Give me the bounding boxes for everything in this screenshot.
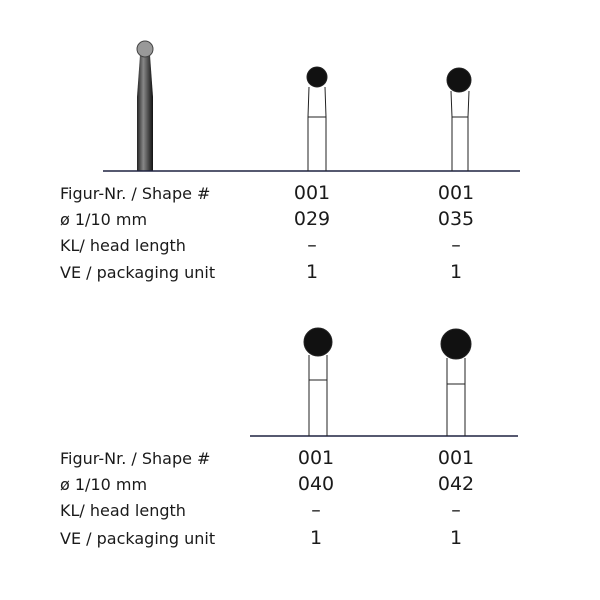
head-length-value: – xyxy=(307,234,317,256)
label-shape: Figur-Nr. / Shape # xyxy=(60,449,211,468)
label-shape: Figur-Nr. / Shape # xyxy=(60,184,211,203)
label-diameter: ø 1/10 mm xyxy=(60,210,148,229)
diameter-value: 042 xyxy=(437,473,475,495)
shape-value: 001 xyxy=(437,182,475,204)
shape-value: 001 xyxy=(297,447,335,469)
packaging-unit-value: 1 xyxy=(305,261,319,283)
shape-value: 001 xyxy=(437,447,475,469)
packaging-unit-value: 1 xyxy=(449,527,463,549)
packaging-unit-value: 1 xyxy=(309,527,323,549)
bur-diagram-040 xyxy=(303,327,333,436)
bur-diagram-035 xyxy=(446,67,472,171)
label-head-length: KL/ head length xyxy=(60,236,186,255)
bur-photo xyxy=(136,40,154,171)
label-packaging-unit: VE / packaging unit xyxy=(60,263,216,282)
diameter-value: 035 xyxy=(437,208,475,230)
head-length-value: – xyxy=(311,499,321,521)
diameter-value: 029 xyxy=(293,208,331,230)
bur-diagram-029 xyxy=(306,66,328,171)
shape-value: 001 xyxy=(293,182,331,204)
bur-diagram-042 xyxy=(440,328,472,436)
head-length-value: – xyxy=(451,234,461,256)
head-length-value: – xyxy=(451,499,461,521)
label-head-length: KL/ head length xyxy=(60,501,186,520)
label-diameter: ø 1/10 mm xyxy=(60,475,148,494)
label-packaging-unit: VE / packaging unit xyxy=(60,529,216,548)
packaging-unit-value: 1 xyxy=(449,261,463,283)
diameter-value: 040 xyxy=(297,473,335,495)
